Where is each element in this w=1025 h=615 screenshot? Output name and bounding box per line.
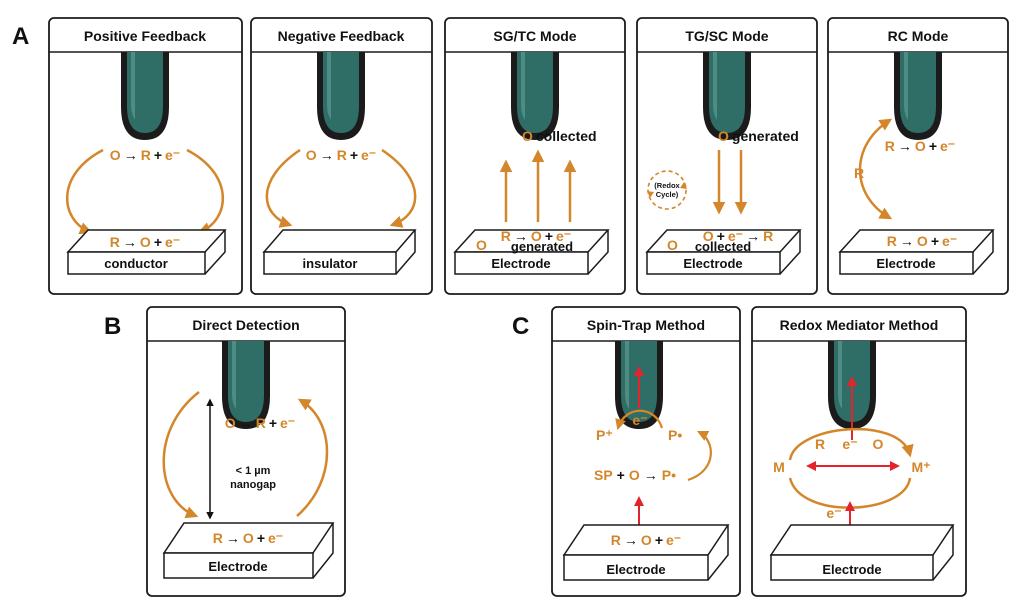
panel-redox-mediator-method: Redox Mediator Method R e⁻ O M M⁺ e⁻ Ele… — [751, 306, 967, 597]
redox-cycle-arrow — [858, 118, 893, 220]
panel-label-c: C — [512, 313, 529, 340]
panel-negative-feedback: Negative Feedback O→R+e⁻ insulator — [250, 17, 433, 295]
substrate-label: Electrode — [491, 256, 550, 271]
feedback-arrow-right — [186, 148, 224, 235]
substrate-reaction: R→O+e⁻ — [110, 234, 180, 250]
panel-rc-mode: RC Mode R→O+e⁻ R R→O+e⁻ Electrode — [827, 17, 1009, 295]
diffusion-arrow-right — [296, 398, 329, 517]
panel-label-a: A — [12, 23, 29, 50]
side-r: R — [854, 165, 864, 181]
p-radical-top: P• — [668, 427, 682, 443]
tip-reaction: O→R+e⁻ — [110, 147, 180, 163]
panel-title: Negative Feedback — [278, 28, 405, 44]
panel-label-b: B — [104, 313, 121, 340]
substrate-reaction: R→O+e⁻ — [611, 532, 681, 548]
redox-cycle-icon — [647, 170, 687, 210]
electrode-tip — [511, 52, 559, 140]
redox-label-2: Cycle) — [656, 190, 679, 199]
panel-title: TG/SC Mode — [685, 28, 768, 44]
mediator-m-plus: M⁺ — [911, 459, 930, 475]
feedback-arrow-left — [265, 148, 301, 228]
electrode-tip — [894, 52, 942, 140]
electron-label: e⁻ — [632, 412, 647, 428]
feedback-arrow-right — [381, 148, 417, 228]
oxidation-arrow — [615, 409, 664, 431]
redox-label-1: (Redox — [654, 181, 680, 190]
electron-label: e⁻ — [842, 436, 857, 452]
substrate-reaction: O+e⁻→R — [703, 228, 773, 244]
o-label: O — [873, 436, 884, 452]
substrate-label: insulator — [303, 256, 358, 271]
feedback-arrow-left — [66, 148, 104, 235]
panel-title: Direct Detection — [192, 317, 299, 333]
tip-reaction: O→R+e⁻ — [306, 147, 376, 163]
r-label: R — [815, 436, 825, 452]
panel-title: Spin-Trap Method — [587, 317, 705, 333]
panel-direct-detection: Direct Detection O→R+e⁻ < 1 µm nanogap R… — [146, 306, 346, 597]
side-o: O — [667, 237, 678, 253]
substrate-reaction: R→O+e⁻ — [501, 228, 571, 244]
nanogap-label: nanogap — [230, 479, 276, 491]
electrode-tip — [121, 52, 169, 140]
panel-positive-feedback: Positive Feedback O→R+e⁻ R→O+e⁻ conducto… — [48, 17, 243, 295]
substrate-label: Electrode — [876, 256, 935, 271]
substrate-label: Electrode — [683, 256, 742, 271]
electron-label-bottom: e⁻ — [826, 505, 841, 521]
panel-title: SG/TC Mode — [493, 28, 576, 44]
side-o: O — [476, 237, 487, 253]
panel-title: Redox Mediator Method — [780, 317, 939, 333]
panel-spin-trap-method: Spin-Trap Method e⁻ P⁺ P• SP+O→P• R→O+e⁻… — [551, 306, 741, 597]
mediator-m: M — [773, 459, 785, 475]
substrate-label: Electrode — [208, 559, 267, 574]
p-plus: P⁺ — [596, 427, 613, 443]
electrode-tip — [317, 52, 365, 140]
electrode-tip — [703, 52, 751, 140]
diffusion-arrow-left — [162, 391, 200, 519]
generated-label: generated — [511, 239, 573, 254]
nanogap-size: < 1 µm — [236, 465, 271, 477]
substrate-label: Electrode — [606, 562, 665, 577]
panel-title: Positive Feedback — [84, 28, 206, 44]
tip-reaction: O→R+e⁻ — [225, 415, 295, 431]
mediator-arrow-top — [788, 427, 914, 461]
substrate-label: Electrode — [822, 562, 881, 577]
panel-title: RC Mode — [888, 28, 949, 44]
spin-trap-reaction: SP+O→P• — [594, 467, 676, 483]
collected-label: collected — [695, 239, 751, 254]
substrate-label: conductor — [104, 256, 168, 271]
substrate-reaction: R→O+e⁻ — [213, 530, 283, 546]
radical-arrow — [687, 431, 712, 482]
substrate-reaction: R→O+e⁻ — [887, 233, 957, 249]
